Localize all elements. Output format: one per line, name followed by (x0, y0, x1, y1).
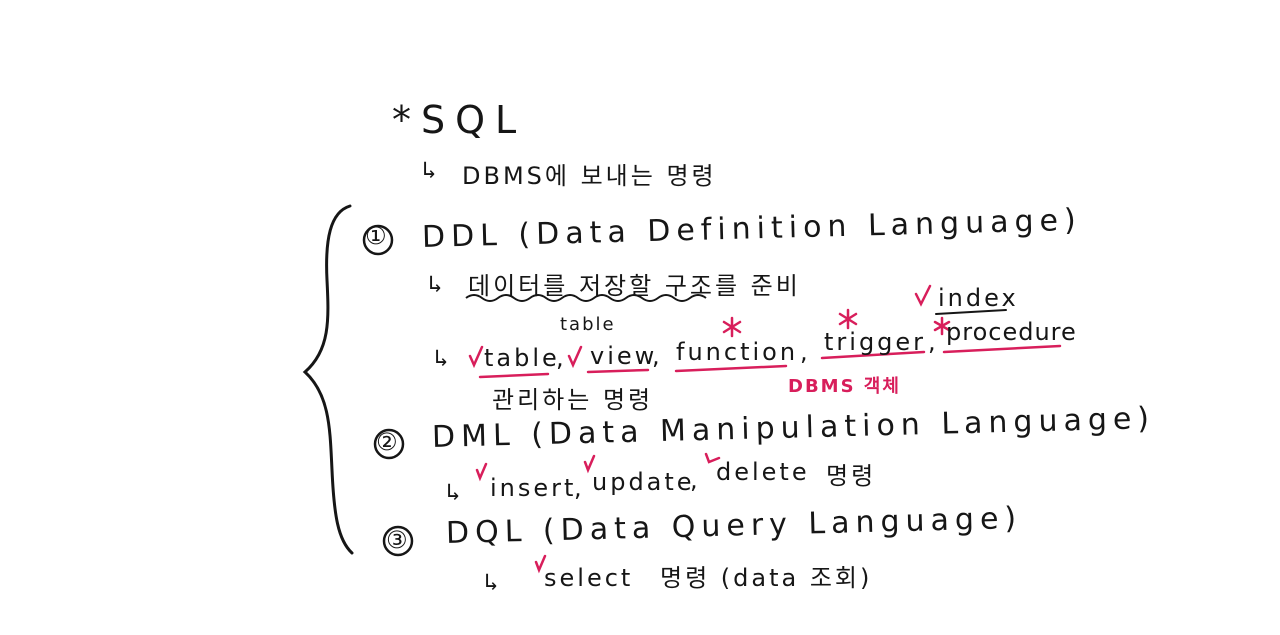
underline-trigger (820, 350, 926, 360)
circle-2 (373, 428, 405, 460)
underline-index (935, 309, 1007, 315)
ddl-dbms-objects-note: DBMS 객체 (788, 376, 901, 397)
dql-suffix: 명령 (data 조회) (660, 564, 873, 592)
check-delete (704, 452, 721, 464)
check-index (914, 284, 932, 307)
section-number-2: ② (376, 428, 398, 456)
section-number-1: ① (365, 222, 387, 250)
dml-item-delete: delete (716, 458, 810, 486)
dml-sep-1: , (574, 474, 585, 502)
curly-brace (302, 204, 354, 555)
ddl-arrow-2: ↳ (434, 344, 452, 372)
circle-3 (382, 525, 414, 557)
star-procedure (933, 316, 951, 336)
dql-item-select: select (544, 564, 634, 592)
ddl-object-view: view (590, 342, 658, 370)
wavy-underline (465, 294, 707, 302)
underline-procedure (942, 344, 1062, 354)
ddl-sep-1: , (556, 344, 567, 372)
dml-arrow: ↳ (446, 478, 464, 506)
check-view (567, 345, 583, 369)
ddl-note-table: table (560, 314, 616, 335)
dml-item-update: update (592, 468, 695, 496)
dql-arrow: ↳ (484, 568, 502, 596)
star-function (722, 316, 742, 338)
underline-function (674, 364, 788, 373)
ddl-description: 데이터를 저장할 구조를 준비 (468, 272, 801, 300)
check-select (534, 554, 547, 574)
ddl-sep-3: , (800, 338, 811, 366)
ddl-object-trigger: trigger (824, 328, 927, 356)
ddl-object-function: function (676, 338, 799, 366)
dml-suffix: 명령 (826, 462, 877, 490)
dml-item-insert: insert (490, 474, 577, 502)
subtitle-text: DBMS에 보내는 명령 (462, 162, 717, 190)
ddl-arrow-1: ↳ (428, 270, 446, 298)
check-table (468, 345, 484, 369)
section-number-3: ③ (386, 526, 408, 554)
ddl-note-index: index (938, 284, 1019, 312)
ddl-object-table: table (484, 344, 560, 372)
underline-view (586, 368, 650, 374)
check-insert (475, 462, 488, 482)
ddl-sep-4: , (928, 328, 939, 356)
ddl-manage-text: 관리하는 명령 (492, 386, 654, 414)
page-title: *SQL (392, 98, 527, 142)
circle-1 (362, 224, 394, 256)
check-update (583, 454, 596, 474)
underline-table (478, 372, 550, 379)
ddl-object-procedure: procedure (946, 318, 1077, 346)
ddl-sep-2: , (652, 342, 663, 370)
subtitle-arrow: ↳ (422, 156, 440, 184)
dml-sep-2: , (690, 466, 701, 494)
star-trigger (838, 308, 858, 330)
